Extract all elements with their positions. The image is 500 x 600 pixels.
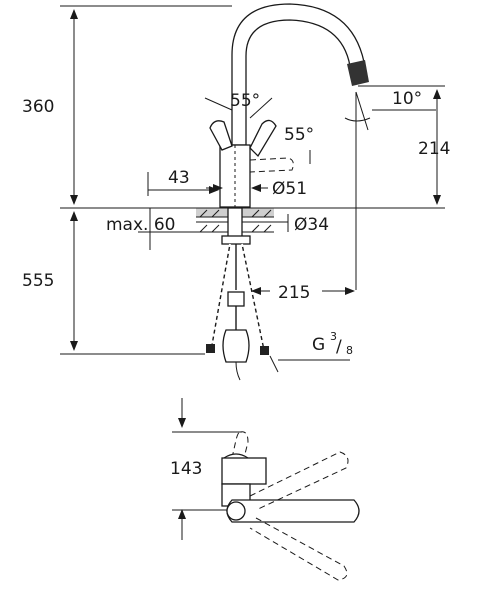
dim-hole-diameter: Ø34 <box>244 214 329 235</box>
label-555: 555 <box>22 271 54 291</box>
label-215: 215 <box>278 283 310 303</box>
faucet-front-view <box>196 3 369 381</box>
label-143: 143 <box>170 459 202 479</box>
dim-spout-height: 214 <box>358 85 450 205</box>
label-thread-g: G <box>312 335 325 355</box>
label-d34: Ø34 <box>294 215 329 235</box>
label-thread-num: 3 <box>330 330 337 343</box>
dim-spout-angle: 10° <box>344 89 436 290</box>
dim-max-thickness: max. 60 <box>106 208 196 250</box>
label-55deg-right: 55° <box>284 125 314 145</box>
label-10deg: 10° <box>392 89 422 109</box>
label-thread-den: 8 <box>346 344 353 357</box>
label-max60: max. 60 <box>106 215 175 235</box>
dim-reach: 215 <box>251 283 355 303</box>
faucet-top-view: 143 <box>170 398 360 581</box>
label-d51: Ø51 <box>272 179 307 199</box>
dim-body-diameter: Ø51 <box>206 179 307 199</box>
label-360: 360 <box>22 97 54 117</box>
label-43: 43 <box>168 168 190 188</box>
label-thread-slash: / <box>336 337 342 357</box>
label-55deg-left: 55° <box>230 91 260 111</box>
label-214: 214 <box>418 139 450 159</box>
dim-lever-angles: 55° 55° <box>204 91 314 164</box>
dim-thread: G 3 / 8 <box>278 330 353 361</box>
dim-below-length: 555 <box>22 211 205 355</box>
dim-lever-offset: 43 <box>147 168 219 196</box>
